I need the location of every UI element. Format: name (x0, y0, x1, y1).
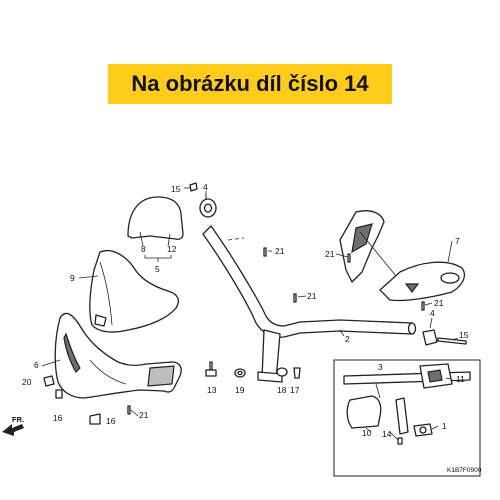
front-label: FR. (12, 415, 24, 424)
callout-4: 4 (203, 182, 208, 192)
callout-4b: 4 (430, 308, 435, 318)
part-bolt-13 (205, 361, 217, 377)
callout-19: 19 (235, 385, 245, 395)
inset-switch-assembly (333, 359, 481, 477)
part-washer-19 (234, 368, 246, 378)
diagram-code: K1B7F0900 (447, 467, 482, 474)
front-arrow-icon (2, 424, 24, 436)
leader-lines (41, 191, 459, 441)
callout-6: 6 (34, 360, 39, 370)
part-lower-cover (54, 312, 182, 399)
callout-21b: 21 (275, 246, 285, 256)
part-upper-cover (127, 196, 184, 247)
callout-16b: 16 (106, 416, 116, 426)
callout-14: 14 (382, 429, 392, 439)
callout-21e: 21 (434, 298, 444, 308)
callout-8: 8 (141, 244, 146, 254)
callout-2: 2 (345, 334, 350, 344)
part-clip-17 (293, 367, 301, 379)
part-screw-20 (43, 375, 55, 387)
part-bushing-4 (199, 194, 217, 218)
title-banner: Na obrázku díl číslo 14 (108, 64, 392, 104)
callout-10: 10 (362, 428, 372, 438)
callout-labels: 15 4 8 12 5 9 6 20 16 16 21 21 21 21 7 2… (12, 182, 482, 474)
banner-text: Na obrázku díl číslo 14 (131, 71, 369, 96)
callout-1: 1 (442, 421, 447, 431)
callout-12: 12 (167, 244, 177, 254)
part-washer-18 (276, 367, 288, 377)
callout-3: 3 (378, 362, 383, 372)
callout-18: 18 (277, 385, 287, 395)
callout-20: 20 (22, 377, 32, 387)
callout-21d: 21 (307, 291, 317, 301)
part-bolt-15 (184, 182, 198, 192)
callout-13: 13 (207, 385, 217, 395)
part-front-cover (89, 250, 179, 333)
callout-15b: 15 (459, 330, 469, 340)
callout-11: 11 (456, 374, 465, 384)
part-clip-16 (55, 389, 101, 425)
callout-21a: 21 (139, 410, 149, 420)
callout-21c: 21 (325, 249, 335, 259)
callout-9: 9 (70, 273, 75, 283)
part-screws-21 (127, 247, 425, 415)
callout-7: 7 (455, 236, 460, 246)
part-bar-end-weight (422, 329, 467, 346)
callout-16a: 16 (53, 413, 63, 423)
callout-15: 15 (171, 184, 181, 194)
part-rear-cover-7 (339, 210, 466, 302)
part-handlebar-2 (202, 225, 417, 383)
callout-5: 5 (155, 264, 160, 274)
callout-17: 17 (290, 385, 300, 395)
